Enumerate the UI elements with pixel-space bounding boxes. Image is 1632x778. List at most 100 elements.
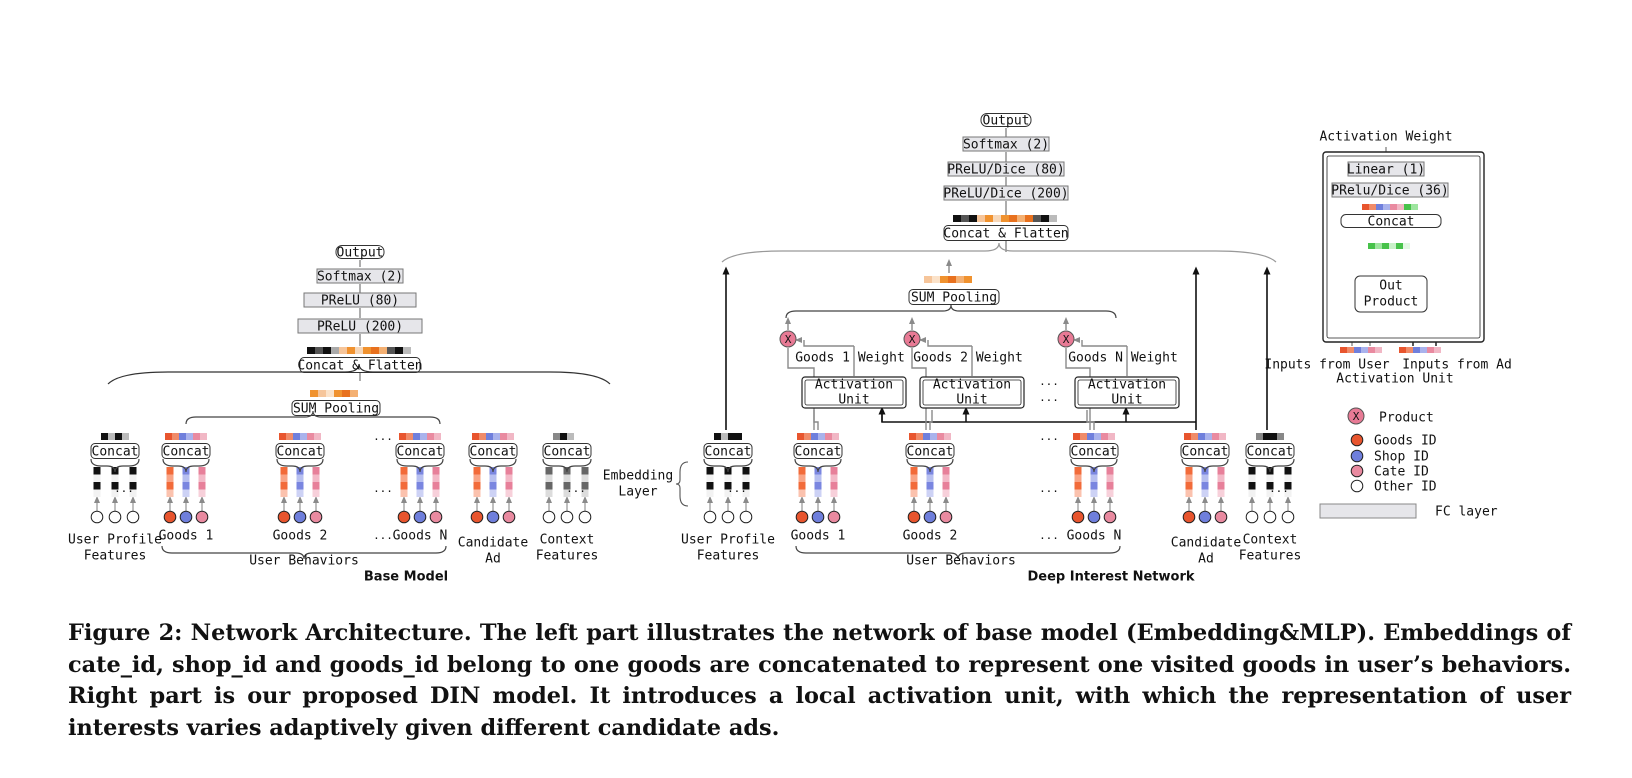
din-candidate-embedding-column-cell [1201,474,1209,482]
base-user-profile-embedding-column-cell [129,474,137,482]
base-goods2-embedding-column-cell [280,482,288,490]
din-user-profile-embedding-column-cell [742,482,750,490]
din-flatten-embedding-cell [1041,215,1049,222]
au-outproduct-embedding-cell [1389,243,1396,249]
din-goods1-embedding-column-cell [798,482,806,490]
base-goodsN-concat-brace [396,458,444,473]
din-goods2-embedding-column-cell [926,482,934,490]
din-goods2-id-circle [907,510,921,524]
base-context-concat-embedding-cell [553,433,560,440]
base-flatten-embedding [307,347,411,354]
au-user-input-embedding-cell [1354,347,1361,353]
base-user-profile-embedding-column-cell [111,474,119,482]
din-context-embedding-column [1284,467,1292,497]
din-candidate-concat-embedding-cell [1219,433,1226,440]
legend-goods-id-marker [1350,433,1364,447]
din-goods1-label: Goods 1 [791,529,846,544]
din-user-profile-concat [703,443,753,459]
din-goods2-concat-label: Concat [907,445,954,460]
base-goods1-concat-embedding-cell [200,433,207,440]
din-goodsN-activation-unit-label-line1: Activation [1088,378,1166,393]
au-user-input-embedding-cell [1340,347,1347,353]
base-goodsN-concat-embedding [399,433,441,440]
din-goods2-to-unit [929,410,933,430]
din-context-concat-embedding-cell [1263,433,1270,440]
base-goodsN-embedding-column-cell [432,489,440,497]
base-goodsN-id-circle [413,510,427,524]
base-goods2-embedding-column-cell [296,482,304,490]
base-user-profile-id-circle [126,510,140,524]
din-concat-flatten [943,225,1069,241]
din-dice80 [947,161,1065,177]
din-goods2-concat-embedding-cell [930,433,937,440]
din-goods1-id-circle [827,510,841,524]
base-user-profile-embedding-column-cell [129,467,137,475]
din-goodsN-concat-brace [1070,458,1118,473]
au-linear1 [1347,161,1425,177]
base-user-profile-embedding-column-cell [93,482,101,490]
din-goods2-embedding-column-cell [910,467,918,475]
legend-cate-id-marker [1350,464,1364,478]
au-concat-embedding-cell [1362,204,1369,210]
base-top-brace [107,363,611,385]
base-flatten-embedding-cell [347,347,355,354]
din-candidate-id-circle [1198,510,1212,524]
din-user-profile-concat-embedding-cell [714,433,721,440]
base-goods2-concat-embedding-cell [293,433,300,440]
base-goods2-embedding-column-cell [280,474,288,482]
din-context-concat-embedding-cell [1277,433,1284,440]
base-context-dots: ... [566,482,586,495]
au-ad-input-embedding-cell [1399,347,1406,353]
base-pooling-embedding-cell [342,390,350,397]
au-ad-input-embedding-cell [1427,347,1434,353]
din-context-id-circle [1263,510,1277,524]
base-candidate-embedding-column-cell [505,489,513,497]
base-context-embedding-column [581,467,589,497]
base-goodsN-id-circle [397,510,411,524]
base-user-profile-embedding-column-cell [111,489,119,497]
din-goods1-embedding-column-cell [830,467,838,475]
activation-unit-caption: Activation Unit [1336,372,1453,387]
legend-shop-id-marker [1350,449,1364,463]
base-goodsN-concat-embedding-cell [406,433,413,440]
din-candidate-embedding-column-cell [1201,489,1209,497]
din-dots-unit2: ... [1039,391,1059,404]
base-goodsN-concat [395,443,445,459]
base-candidate-embedding-column [473,467,481,497]
din-user-profile-concat-embedding-cell [721,433,728,440]
base-user-profile-label-line2: Features [84,549,147,564]
din-goods2-activation-unit-label-line2: Unit [956,393,987,408]
base-goodsN-embedding-column-cell [416,474,424,482]
base-flatten-embedding-cell [307,347,315,354]
base-flatten-embedding-cell [371,347,379,354]
inputs-from-ad-label: Inputs from Ad [1402,358,1512,373]
din-goods1-embedding-column-cell [798,474,806,482]
base-prelu200 [297,318,423,334]
base-goods2-id-circle [277,510,291,524]
base-model-title: Base Model [364,570,448,585]
base-context-label-line1: Context [540,533,595,548]
din-goods1-weight-label: Goods 1 Weight [795,351,905,366]
base-context-embedding-column-cell [545,482,553,490]
din-goods2-weight-label: Goods 2 Weight [913,351,1023,366]
base-goods1-embedding-column [198,467,206,497]
din-goods1-embedding-column-cell [830,489,838,497]
base-candidate-embedding-column-cell [473,482,481,490]
base-goodsN-concat-label: Concat [397,445,444,460]
din-goods1-concat-embedding [797,433,839,440]
base-user-profile-embedding-column [93,467,101,497]
din-candidate-embedding-column-cell [1201,482,1209,490]
din-user-profile-embedding-column-cell [742,467,750,475]
base-goods1-embedding-column-cell [166,474,174,482]
din-goodsN-embedding-column-cell [1074,489,1082,497]
au-outproduct-embedding-cell [1375,243,1382,249]
au-concat-embedding [1362,204,1418,210]
din-goods1-embedding-column [830,467,838,497]
base-user-profile-label-line1: User Profile [68,533,162,548]
base-context-embedding-column-cell [581,474,589,482]
base-flatten-embedding-cell [355,347,363,354]
din-context-embedding-column-cell [1266,474,1274,482]
base-goodsN-concat-embedding-cell [420,433,427,440]
base-user-profile-embedding-column [129,467,137,497]
base-user-behaviors-label: User Behaviors [249,554,359,569]
